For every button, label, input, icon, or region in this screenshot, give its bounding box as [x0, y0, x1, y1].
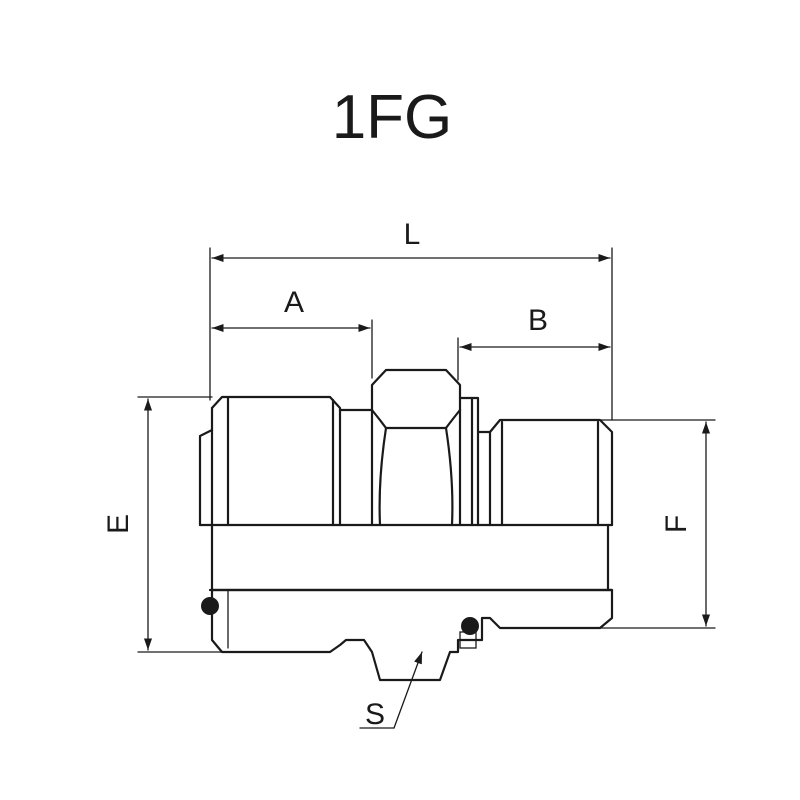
dimension-f: F — [599, 419, 716, 629]
dimension-l: L — [209, 218, 613, 421]
dimension-label-a: A — [284, 286, 304, 319]
dimension-b: B — [457, 304, 611, 381]
dimension-label-s: S — [365, 698, 385, 731]
fitting-section-view — [201, 588, 614, 682]
dimension-s: S — [359, 651, 423, 731]
dimension-label-b: B — [528, 304, 548, 337]
o-ring-right — [461, 617, 479, 635]
drawing-title: 1FG — [332, 83, 453, 152]
bore-band — [198, 523, 614, 592]
fitting-exterior-view — [198, 368, 614, 527]
dimension-a: A — [211, 286, 373, 379]
dimension-label-l: L — [404, 218, 421, 251]
dimension-label-f: F — [660, 515, 693, 533]
dimension-label-e: E — [102, 514, 135, 534]
dimension-e: E — [102, 396, 223, 653]
bonded-seal — [459, 631, 477, 649]
o-ring-left — [201, 597, 219, 615]
